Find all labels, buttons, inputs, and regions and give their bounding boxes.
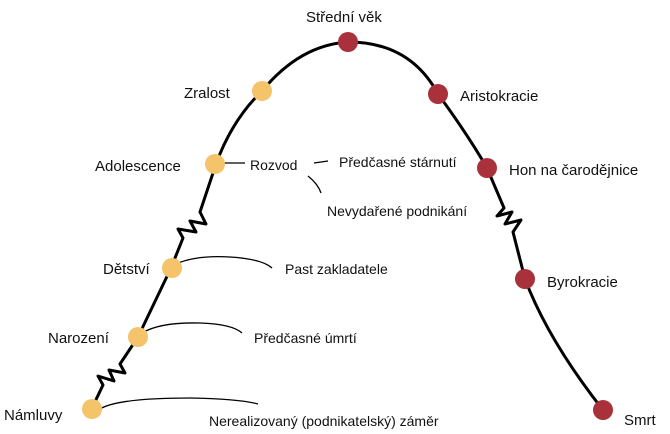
- label-zralost: Zralost: [184, 85, 231, 102]
- leader-past-zakladatele: [175, 256, 273, 269]
- node-stredni-vek: [338, 32, 358, 52]
- label-past-zakladatele: Past zakladatele: [285, 261, 388, 277]
- node-narozeni: [128, 327, 148, 347]
- node-smrt: [593, 400, 613, 420]
- node-aristokracie: [428, 84, 448, 104]
- label-hon-na-carodejnice: Hon na čarodějnice: [509, 162, 638, 179]
- leader-nevydarene-podnikani: [307, 175, 322, 194]
- label-namluvy: Námluvy: [4, 407, 63, 424]
- node-detstvi: [162, 258, 182, 278]
- leader-nerealizovany-zamer: [99, 397, 259, 410]
- node-hon-na-carodejnice: [477, 158, 497, 178]
- label-narozeni: Narození: [48, 330, 110, 347]
- label-stredni-vek: Střední věk: [306, 9, 382, 26]
- leader-predcasne-starnuti: [313, 160, 329, 164]
- leader-predcasne-umrti: [141, 322, 243, 334]
- label-adolescence: Adolescence: [95, 158, 181, 175]
- node-namluvy: [82, 399, 102, 419]
- node-adolescence: [205, 154, 225, 174]
- node-byrokracie: [515, 269, 535, 289]
- label-nevydarene-podnikani: Nevydařené podnikání: [327, 203, 467, 219]
- label-detstvi: Dětství: [103, 261, 151, 278]
- label-aristokracie: Aristokracie: [460, 88, 538, 105]
- label-nerealizovany-zamer: Nerealizovaný (podnikatelský) záměr: [209, 413, 439, 429]
- label-byrokracie: Byrokracie: [547, 274, 618, 291]
- node-zralost: [252, 81, 272, 101]
- label-predcasne-starnuti: Předčasné stárnutí: [339, 154, 457, 170]
- label-rozvod: Rozvod: [250, 157, 297, 173]
- label-predcasne-umrti: Předčasné úmrtí: [254, 330, 357, 346]
- label-smrt: Smrt: [624, 412, 656, 429]
